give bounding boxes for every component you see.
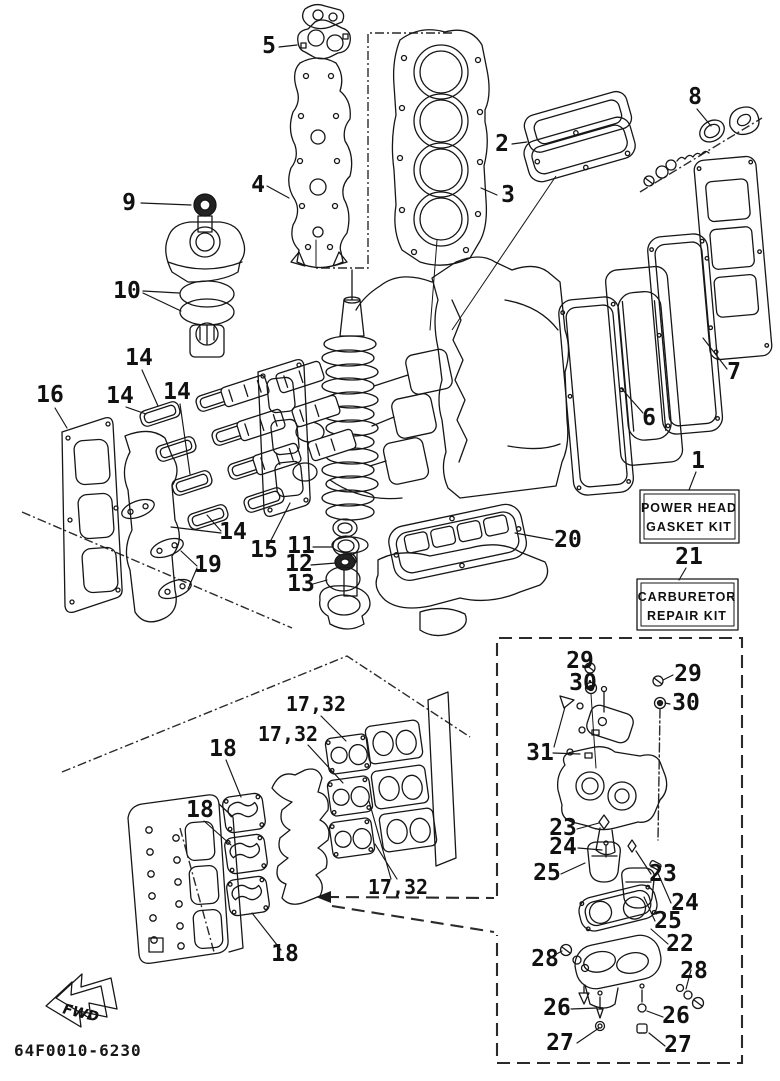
callout-11: 11 [287, 533, 315, 559]
callout-17-32b: 17,32 [258, 722, 318, 746]
callout-7: 7 [727, 359, 741, 385]
kit-box-2-line-1: CARBURETOR [638, 590, 737, 604]
callout-31: 31 [526, 740, 554, 766]
air-silencer-cover [127, 794, 244, 964]
callout-18b: 18 [186, 797, 214, 823]
callout-10: 10 [113, 278, 141, 304]
part-19-joint-plates [121, 498, 192, 600]
carburetor-kit-dashed-box [316, 636, 744, 1065]
part-4-cylinder-gasket [288, 57, 353, 269]
kit-box-1-line-1: POWER HEAD [641, 501, 737, 515]
callout-9: 9 [122, 190, 136, 216]
callout-23a: 23 [549, 815, 577, 841]
callout-25a: 25 [533, 860, 561, 886]
callout-2: 2 [495, 131, 509, 157]
callout-14b: 14 [106, 383, 134, 409]
part-17-32-gaskets [324, 733, 376, 859]
drawing-code: 64F0010-6230 [14, 1041, 142, 1060]
part-8-thermostat-assembly [643, 106, 760, 187]
callout-30b: 30 [672, 690, 700, 716]
part-20-gasket-adapter [375, 503, 549, 637]
callout-3: 3 [501, 182, 515, 208]
part-9-10-seal-and-housing [165, 193, 246, 358]
kit-boundary-lines [21, 32, 763, 953]
callout-leader-lines [54, 44, 728, 1047]
callout-20: 20 [554, 527, 582, 553]
callout-27b: 27 [664, 1032, 692, 1058]
callout-18c: 18 [271, 941, 299, 967]
part-15-gasket [257, 358, 311, 518]
callout-18a: 18 [209, 736, 237, 762]
callout-15: 15 [250, 537, 278, 563]
part-5-upper-casing-gasket [297, 3, 351, 60]
callout-6: 6 [642, 405, 656, 431]
callout-17-32a: 17,32 [286, 692, 346, 716]
callout-28b: 28 [680, 958, 708, 984]
callout-5: 5 [262, 33, 276, 59]
callout-26a: 26 [543, 995, 571, 1021]
callout-21: 21 [675, 544, 703, 570]
callout-labels: 5 4 9 10 2 3 8 7 6 1 21 16 14 14 14 14 1… [36, 33, 741, 1058]
callout-19: 19 [194, 552, 222, 578]
callout-29a: 29 [566, 648, 594, 674]
kit-box-1-line-2: GASKET KIT [646, 520, 732, 534]
reed-valve-assembly [364, 691, 457, 867]
reed-valve-blocks [220, 360, 357, 476]
callout-14c: 14 [163, 379, 191, 405]
intake-manifold [271, 768, 330, 905]
callout-1: 1 [691, 448, 705, 474]
callout-22: 22 [666, 931, 694, 957]
part-11-12-13-seals [319, 518, 371, 630]
callout-24b: 24 [671, 890, 699, 916]
callout-23b: 23 [649, 861, 677, 887]
callout-29b: 29 [674, 661, 702, 687]
callout-30a: 30 [569, 670, 597, 696]
part-2-exhaust-cover-gasket [451, 90, 636, 331]
callout-14a: 14 [125, 345, 153, 371]
callout-8: 8 [688, 84, 702, 110]
power-head-gasket-kit-box: POWER HEAD GASKET KIT [639, 489, 740, 544]
callout-26b: 26 [662, 1003, 690, 1029]
callout-28a: 28 [531, 946, 559, 972]
carburetor-repair-kit-box: CARBURETOR REPAIR KIT [636, 578, 739, 631]
callout-4: 4 [251, 172, 265, 198]
callout-25b: 25 [654, 908, 682, 934]
part-18-gaskets [222, 792, 270, 917]
callout-16: 16 [36, 382, 64, 408]
crankshaft-cylinder-block [292, 256, 570, 597]
callout-12: 12 [285, 551, 313, 577]
part-3-cylinder-head [391, 29, 490, 331]
callout-14d: 14 [219, 519, 247, 545]
fwd-direction-arrow: FWD [45, 973, 118, 1028]
kit-box-2-line-2: REPAIR KIT [647, 609, 727, 623]
callout-27a: 27 [546, 1030, 574, 1056]
callout-24a: 24 [549, 834, 577, 860]
callout-13: 13 [287, 571, 315, 597]
part-6-and-7-cover-plates [558, 155, 773, 496]
callout-17-32c: 17,32 [368, 875, 428, 899]
